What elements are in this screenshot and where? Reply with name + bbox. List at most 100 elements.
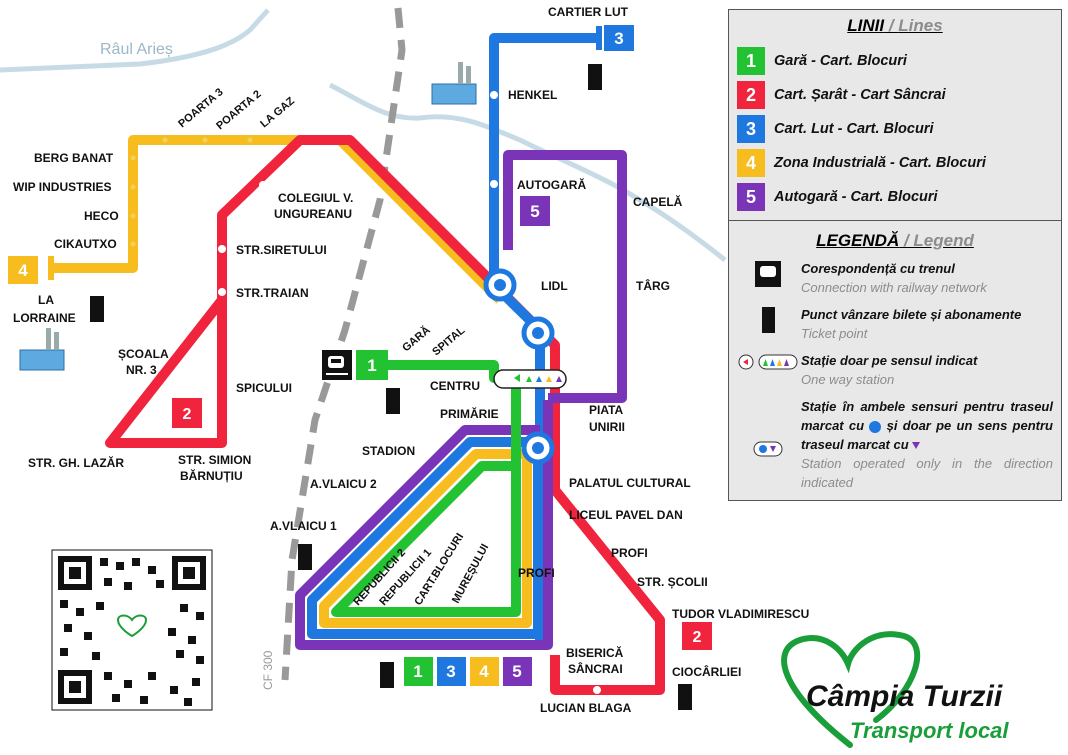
train-icon — [322, 350, 352, 380]
line-3-name: Cart. Lut - Cart. Blocuri — [774, 121, 934, 137]
stop-label: TUDOR VLADIMIRESCU — [672, 607, 809, 621]
legend-line-5: 5 Autogară - Cart. Blocuri — [729, 180, 1061, 214]
brand-subtitle: Transport local — [850, 718, 1009, 743]
stop-label: ȘCOALA — [118, 347, 169, 361]
stop-label: CAPELĂ — [633, 194, 683, 209]
svg-text:1: 1 — [367, 356, 376, 375]
roundabout — [521, 431, 555, 465]
stop-label: BĂRNUȚIU — [180, 468, 243, 483]
line-4-terminal: 4 — [8, 256, 38, 284]
stop-label: PROFI — [611, 546, 648, 560]
stop-label: CARTIER LUT — [548, 5, 629, 19]
stop-label: A.VLAICU 2 — [310, 477, 377, 491]
line-4-terminal-bar — [48, 256, 54, 280]
stop-label: HENKEL — [508, 88, 557, 102]
stop-label: SPITAL — [430, 324, 467, 358]
stop-label: BISERICĂ — [566, 645, 624, 660]
svg-text:4: 4 — [479, 662, 489, 681]
river-label: Râul Arieș — [100, 41, 173, 58]
one-way-station-icon — [738, 354, 798, 370]
stop-label: COLEGIUL V. — [278, 191, 353, 205]
legend-panel: LINII / Lines 1 Gară - Cart. Blocuri 2 C… — [728, 9, 1062, 501]
mixed-direction-station-icon — [753, 441, 783, 457]
bottom-line-badges: 1 3 4 5 — [404, 657, 532, 686]
line-1-route — [331, 360, 521, 617]
line-1-terminal: 1 — [356, 350, 388, 380]
legend-item-mixed: Stație în ambele sensuri pentru traseul … — [729, 397, 1061, 492]
line-2-terminal-south: 2 — [682, 622, 712, 650]
line-5-name: Autogară - Cart. Blocuri — [774, 189, 938, 205]
ticket-machine-icon — [90, 64, 692, 710]
centru-arrows — [514, 374, 562, 382]
svg-text:5: 5 — [530, 202, 539, 221]
stop-label: STR.TRAIAN — [236, 286, 309, 300]
railway-line — [281, 7, 406, 681]
svg-text:3: 3 — [446, 662, 455, 681]
factory-icon — [19, 328, 65, 371]
line-5-route — [503, 150, 627, 403]
svg-text:2: 2 — [183, 406, 192, 423]
stop-label: TÂRG — [636, 278, 670, 293]
stop-label: HECO — [84, 209, 119, 223]
line-3-terminal: 3 — [604, 25, 634, 51]
stop-label: LORRAINE — [13, 311, 76, 325]
svg-text:1: 1 — [413, 662, 422, 681]
legend-line-2: 2 Cart. Șarât - Cart Sâncrai — [729, 78, 1061, 112]
line-2-terminal-west: 2 — [172, 398, 202, 428]
stop-label: UNGUREANU — [274, 207, 352, 221]
roundabout — [521, 316, 555, 350]
purple-triangle-icon — [912, 442, 921, 450]
qr-code — [51, 549, 213, 711]
line-3-terminal-bar — [596, 26, 602, 50]
line-5-south-loop — [295, 400, 553, 650]
brand-logo: Câmpia Turzii Transport local — [781, 631, 1009, 748]
lines-title: LINII / Lines — [847, 16, 943, 35]
legend-line-3: 3 Cart. Lut - Cart. Blocuri — [729, 112, 1061, 146]
line-2-route-north — [217, 135, 665, 695]
stop-label: UNIRII — [589, 420, 625, 434]
stop-label: LICEUL PAVEL DAN — [569, 508, 683, 522]
brand-name: Câmpia Turzii — [806, 680, 1003, 713]
train-icon — [755, 261, 781, 287]
stop-label: CENTRU — [430, 379, 480, 393]
svg-text:5: 5 — [512, 662, 521, 681]
stop-label: NR. 3 — [126, 363, 157, 377]
railway-label: CF 300 — [261, 650, 275, 690]
line-4-badge: 4 — [737, 149, 765, 177]
stop-label: STR.SIRETULUI — [236, 243, 327, 257]
stop-label: PRIMĂRIE — [440, 406, 499, 421]
line-3-badge: 3 — [737, 115, 765, 143]
line-3-stops — [490, 91, 498, 188]
legend-line-4: 4 Zona Industrială - Cart. Blocuri — [729, 146, 1061, 180]
stop-label: AUTOGARĂ — [517, 177, 586, 192]
line-4-name: Zona Industrială - Cart. Blocuri — [774, 155, 986, 171]
line-5-badge: 5 — [737, 183, 765, 211]
line-2-route-west — [105, 296, 227, 448]
stop-label: LA GAZ — [258, 95, 297, 130]
stop-label: LA — [38, 293, 54, 307]
stop-label: LIDL — [541, 279, 568, 293]
stop-label: A.VLAICU 1 — [270, 519, 337, 533]
line-2-name: Cart. Șarât - Cart Sâncrai — [774, 87, 946, 103]
line-1-badge: 1 — [737, 47, 765, 75]
line-2-badge: 2 — [737, 81, 765, 109]
stop-label: CIOCÂRLIEI — [672, 664, 741, 679]
line-4-route — [52, 135, 504, 304]
stop-label: STADION — [362, 444, 415, 458]
legend-title: LEGENDĂ / Legend — [816, 231, 974, 250]
legend-section: LEGENDĂ / Legend Corespondență cu trenul… — [729, 220, 1061, 492]
stop-label: LUCIAN BLAGA — [540, 701, 632, 715]
stop-label: STR. GH. LAZĂR — [28, 455, 124, 470]
stop-label: PALATUL CULTURAL — [569, 476, 691, 490]
ticket-machine-icon — [761, 307, 775, 333]
line-4-stops — [128, 135, 255, 249]
stop-label: STR. SIMION — [178, 453, 251, 467]
svg-text:3: 3 — [614, 29, 623, 48]
river — [0, 8, 270, 73]
line-4-south-loop — [319, 449, 532, 628]
roundabout — [483, 268, 517, 302]
